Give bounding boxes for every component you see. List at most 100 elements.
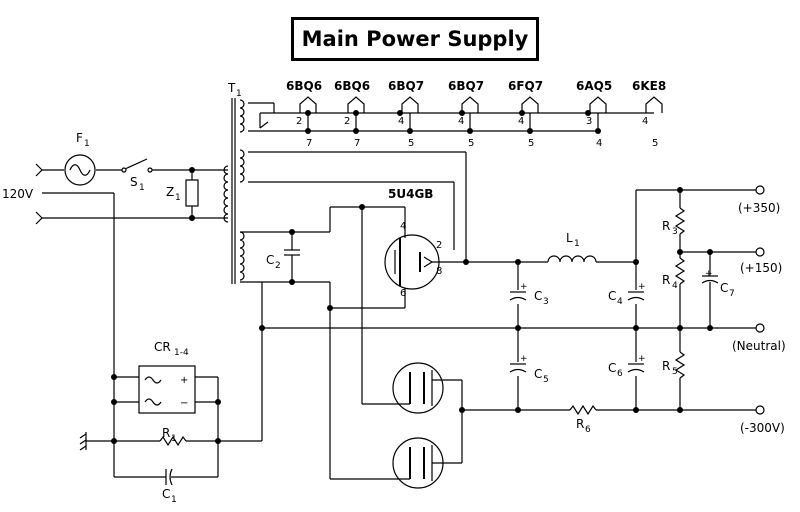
diode-tube-upper: [392, 362, 444, 414]
transformer-label: T: [227, 81, 236, 95]
junction-dot: [633, 407, 639, 413]
junction-dot: [459, 110, 465, 116]
output-terminal-1: (+350): [738, 185, 780, 215]
svg-text:7: 7: [729, 289, 735, 299]
r5-label: R: [662, 359, 670, 373]
resistor-r6: [569, 404, 597, 416]
junction-dot: [215, 399, 221, 405]
junction-dot: [467, 128, 473, 134]
secondary-winding-a: [239, 149, 245, 183]
svg-text:2: 2: [275, 261, 281, 271]
capacitor-c2: C 2: [266, 249, 300, 271]
heater-pin-bottom: 7: [354, 138, 360, 149]
c7-label: C: [720, 281, 728, 295]
svg-text:2: 2: [436, 240, 442, 251]
svg-text:+: +: [520, 282, 528, 292]
fuse-f1: F 1: [64, 131, 122, 186]
junction-dot: [289, 279, 295, 285]
junction-dot: [407, 128, 413, 134]
switch-s1: S 1: [121, 158, 228, 193]
r4-label: R: [662, 273, 670, 287]
heater-tube-label: 6FQ7: [508, 79, 543, 93]
junction-dot: [515, 407, 521, 413]
resistor-r3: [674, 207, 686, 235]
heater-tube-label: 6BQ6: [286, 79, 322, 93]
junction-dot: [707, 325, 713, 331]
junction-dot: [111, 374, 117, 380]
c3-label: C: [534, 289, 542, 303]
c1-label: C: [162, 487, 170, 501]
output-label: (-300V): [740, 421, 785, 435]
junction-dot: [215, 438, 221, 444]
heater-tube-label: 6AQ5: [576, 79, 612, 93]
c5-label: C: [534, 367, 542, 381]
junction-dot: [633, 325, 639, 331]
output-terminal-2: (+150): [740, 247, 782, 275]
junction-dot: [359, 204, 365, 210]
chassis-ground-icon: [79, 432, 87, 451]
svg-text:+: +: [705, 269, 713, 279]
svg-text:1: 1: [171, 434, 177, 444]
junction-dot: [353, 128, 359, 134]
junction-dot: [289, 229, 295, 235]
junction-dot: [353, 110, 359, 116]
heater-pin-top: 2: [296, 116, 302, 127]
heater-pin-top: 4: [518, 116, 524, 127]
junction-dot: [677, 325, 683, 331]
c4-label: C: [608, 289, 616, 303]
primary-winding: [223, 165, 229, 223]
output-label: (+350): [738, 201, 780, 215]
svg-text:6: 6: [585, 425, 591, 435]
svg-text:8: 8: [436, 266, 442, 277]
junction-dot: [327, 305, 333, 311]
svg-text:1: 1: [175, 193, 181, 203]
junction-dot: [397, 110, 403, 116]
r3-label: R: [662, 219, 670, 233]
heater-pin-top: 4: [642, 116, 648, 127]
r6-label: R: [576, 417, 584, 431]
heater-tube-5: 6FQ7 45: [508, 79, 543, 149]
svg-text:1: 1: [84, 139, 90, 149]
heater-pin-bottom: 5: [528, 138, 534, 149]
varistor-z1: Z 1: [166, 170, 228, 219]
junction-dot: [707, 249, 713, 255]
svg-text:+: +: [180, 375, 188, 386]
heater-pin-top: 4: [398, 116, 404, 127]
junction-dot: [519, 110, 525, 116]
diode-tube-lower: [392, 437, 444, 489]
hv-winding: [239, 231, 245, 281]
resistor-r5: [674, 351, 686, 379]
junction-dot: [515, 325, 521, 331]
svg-text:3: 3: [672, 227, 678, 237]
heater-pin-bottom: 4: [596, 138, 602, 149]
svg-text:+: +: [520, 354, 528, 364]
svg-text:1: 1: [171, 495, 177, 505]
svg-text:1-4: 1-4: [174, 348, 189, 358]
heater-pin-bottom: 5: [408, 138, 414, 149]
junction-dot: [463, 259, 469, 265]
junction-dot: [633, 259, 639, 265]
heater-winding: [239, 99, 245, 133]
junction-dot: [459, 407, 465, 413]
output-terminal-3: (Neutral): [732, 323, 786, 353]
junction-dot: [305, 110, 311, 116]
l1-label: L: [566, 231, 573, 245]
svg-text:6: 6: [400, 288, 406, 299]
svg-text:1: 1: [574, 239, 580, 249]
svg-text:4: 4: [400, 221, 406, 232]
junction-dot: [189, 215, 195, 221]
resistor-r1: [159, 435, 187, 447]
heater-tube-label: 6KE8: [632, 79, 666, 93]
heater-pin-top: 2: [344, 116, 350, 127]
junction-dot: [677, 187, 683, 193]
heater-tube-7: 6KE8 45: [632, 79, 666, 149]
heater-pin-bottom: 5: [652, 138, 658, 149]
svg-text:−: −: [180, 398, 188, 409]
svg-text:1: 1: [139, 183, 145, 193]
heater-pin-bottom: 7: [306, 138, 312, 149]
mains-input: 120V: [2, 163, 192, 355]
